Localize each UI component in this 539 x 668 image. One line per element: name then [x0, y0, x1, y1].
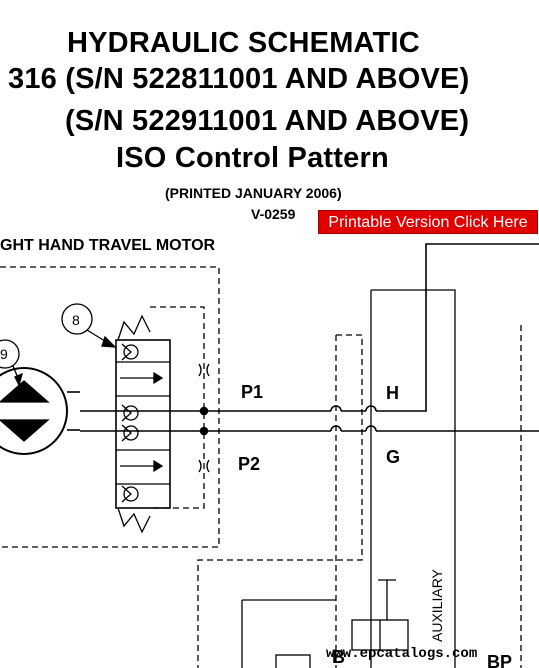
motor-enclosure	[0, 266, 220, 548]
orifice-lower	[198, 459, 210, 473]
port-h: H	[386, 383, 399, 403]
watermark: www.epcatalogs.com	[326, 646, 477, 662]
port-g: G	[386, 447, 400, 467]
printable-version-button[interactable]: Printable Version Click Here	[318, 210, 538, 234]
port-b: B	[332, 647, 345, 667]
hydraulic-motor-symbol	[0, 367, 80, 455]
return-line	[371, 289, 456, 668]
port-p2: P2	[238, 454, 260, 474]
auxiliary-label: AUXILIARY	[429, 568, 445, 642]
port-bp: BP	[487, 652, 512, 668]
title-line-2: 316 (S/N 522811001 AND ABOVE)	[8, 63, 470, 95]
auxiliary-valve	[275, 579, 409, 668]
callout-8	[61, 303, 117, 348]
callout-9	[0, 339, 23, 387]
callout-8-number: 8	[72, 312, 80, 328]
version-number: V-0259	[251, 206, 296, 222]
printed-date: (PRINTED JANUARY 2006)	[165, 185, 342, 201]
callout-9-number: 9	[0, 346, 8, 362]
title-line-1: HYDRAULIC SCHEMATIC	[67, 27, 420, 59]
title-line-3: (S/N 522911001 AND ABOVE)	[65, 105, 470, 137]
port-p1: P1	[241, 382, 263, 402]
section-label: GHT HAND TRAVEL MOTOR	[0, 237, 216, 254]
line-p2	[80, 425, 539, 436]
orifice-upper	[198, 363, 210, 377]
pilot-line-dashed-2	[197, 334, 363, 668]
title-line-4: ISO Control Pattern	[116, 142, 389, 174]
counterbalance-valve-block	[115, 306, 205, 534]
